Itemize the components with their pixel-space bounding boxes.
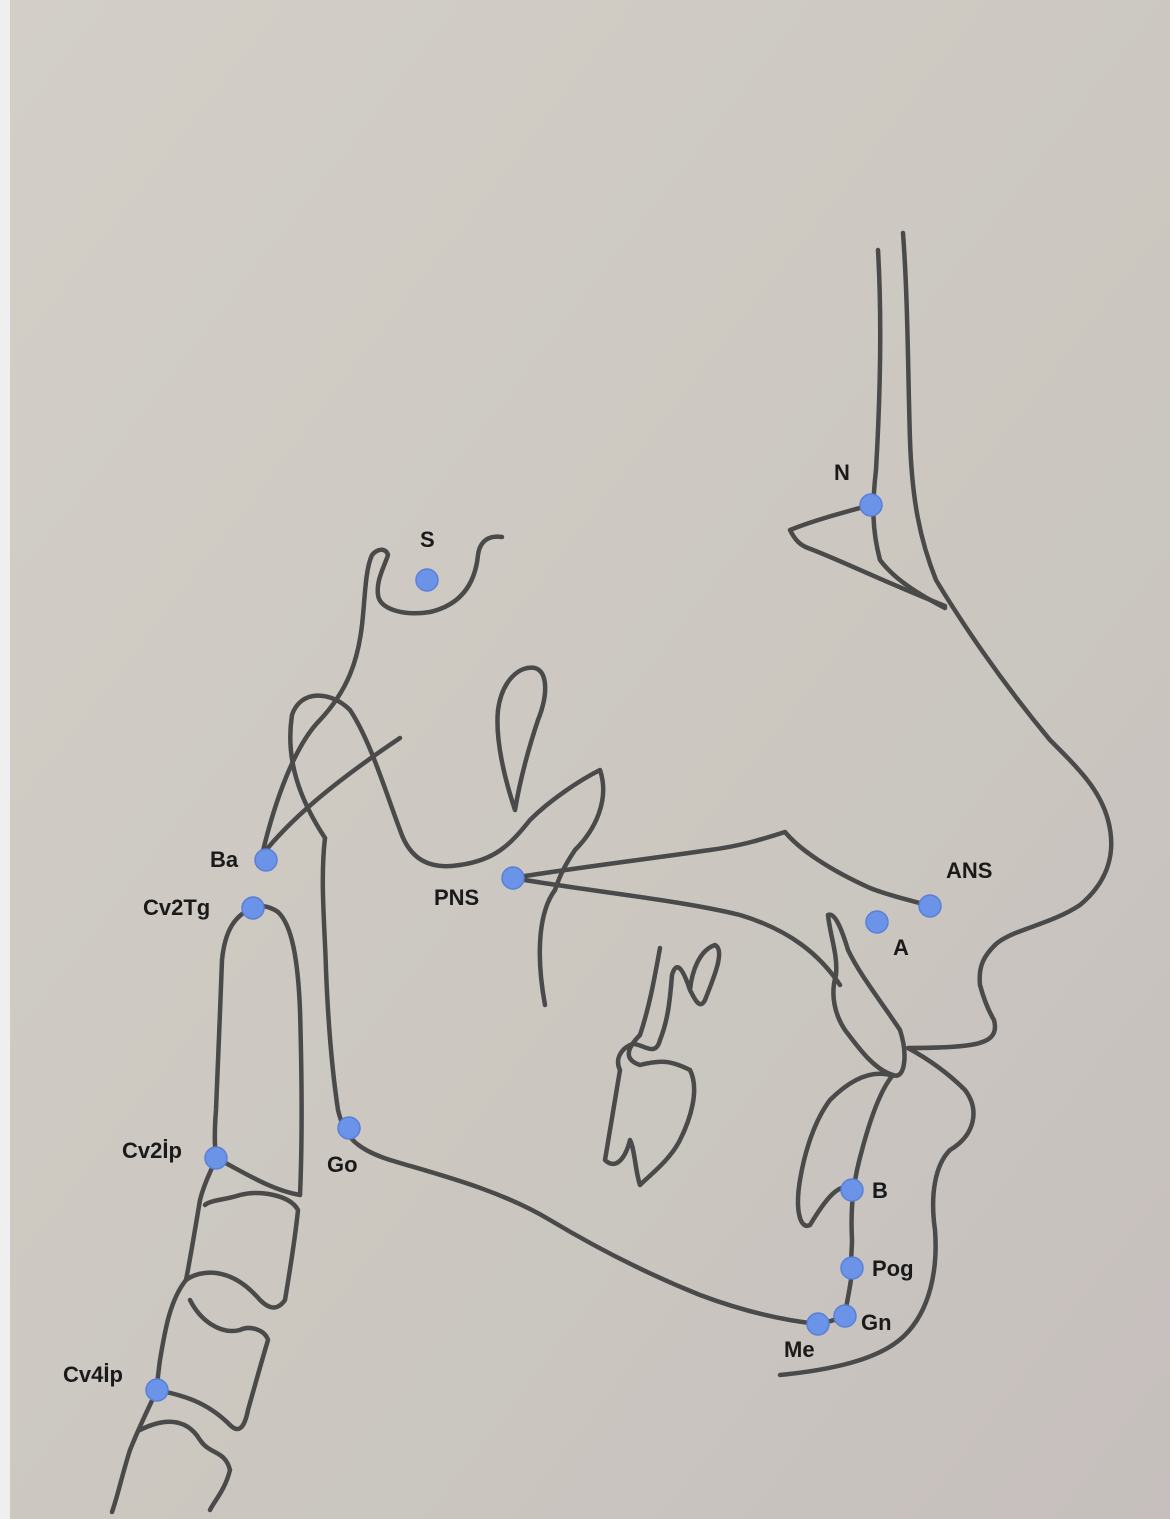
landmark-ba-dot <box>255 849 277 871</box>
landmark-cv4ip-label: Cv4İp <box>63 1362 123 1387</box>
landmark-pns-dot <box>502 867 524 889</box>
landmark-cv4ip-dot <box>146 1379 168 1401</box>
landmark-a-dot <box>866 911 888 933</box>
landmark-go-label: Go <box>327 1152 358 1177</box>
landmark-gn-dot <box>834 1305 856 1327</box>
landmark-n-dot <box>860 494 882 516</box>
landmark-me-label: Me <box>784 1337 815 1362</box>
landmark-gn-label: Gn <box>861 1310 892 1335</box>
landmark-pog-dot <box>841 1257 863 1279</box>
landmark-cv2tg-dot <box>242 897 264 919</box>
landmark-cv2ip-label: Cv2İp <box>122 1138 182 1163</box>
landmark-a-label: A <box>893 935 909 960</box>
landmark-s-label: S <box>420 527 435 552</box>
landmark-pns-label: PNS <box>434 885 479 910</box>
landmark-ans-label: ANS <box>946 858 992 883</box>
landmark-cv2ip-dot <box>205 1147 227 1169</box>
paper-edge <box>0 0 10 1519</box>
landmark-n-label: N <box>834 460 850 485</box>
landmark-b-label: B <box>872 1178 888 1203</box>
landmark-pog-label: Pog <box>872 1256 914 1281</box>
landmark-s-dot <box>416 569 438 591</box>
landmark-ba-label: Ba <box>210 847 239 872</box>
landmark-ans-dot <box>919 895 941 917</box>
landmark-go-dot <box>338 1117 360 1139</box>
landmark-b-dot <box>841 1179 863 1201</box>
landmark-cv2tg-label: Cv2Tg <box>143 895 210 920</box>
landmark-me-dot <box>807 1313 829 1335</box>
